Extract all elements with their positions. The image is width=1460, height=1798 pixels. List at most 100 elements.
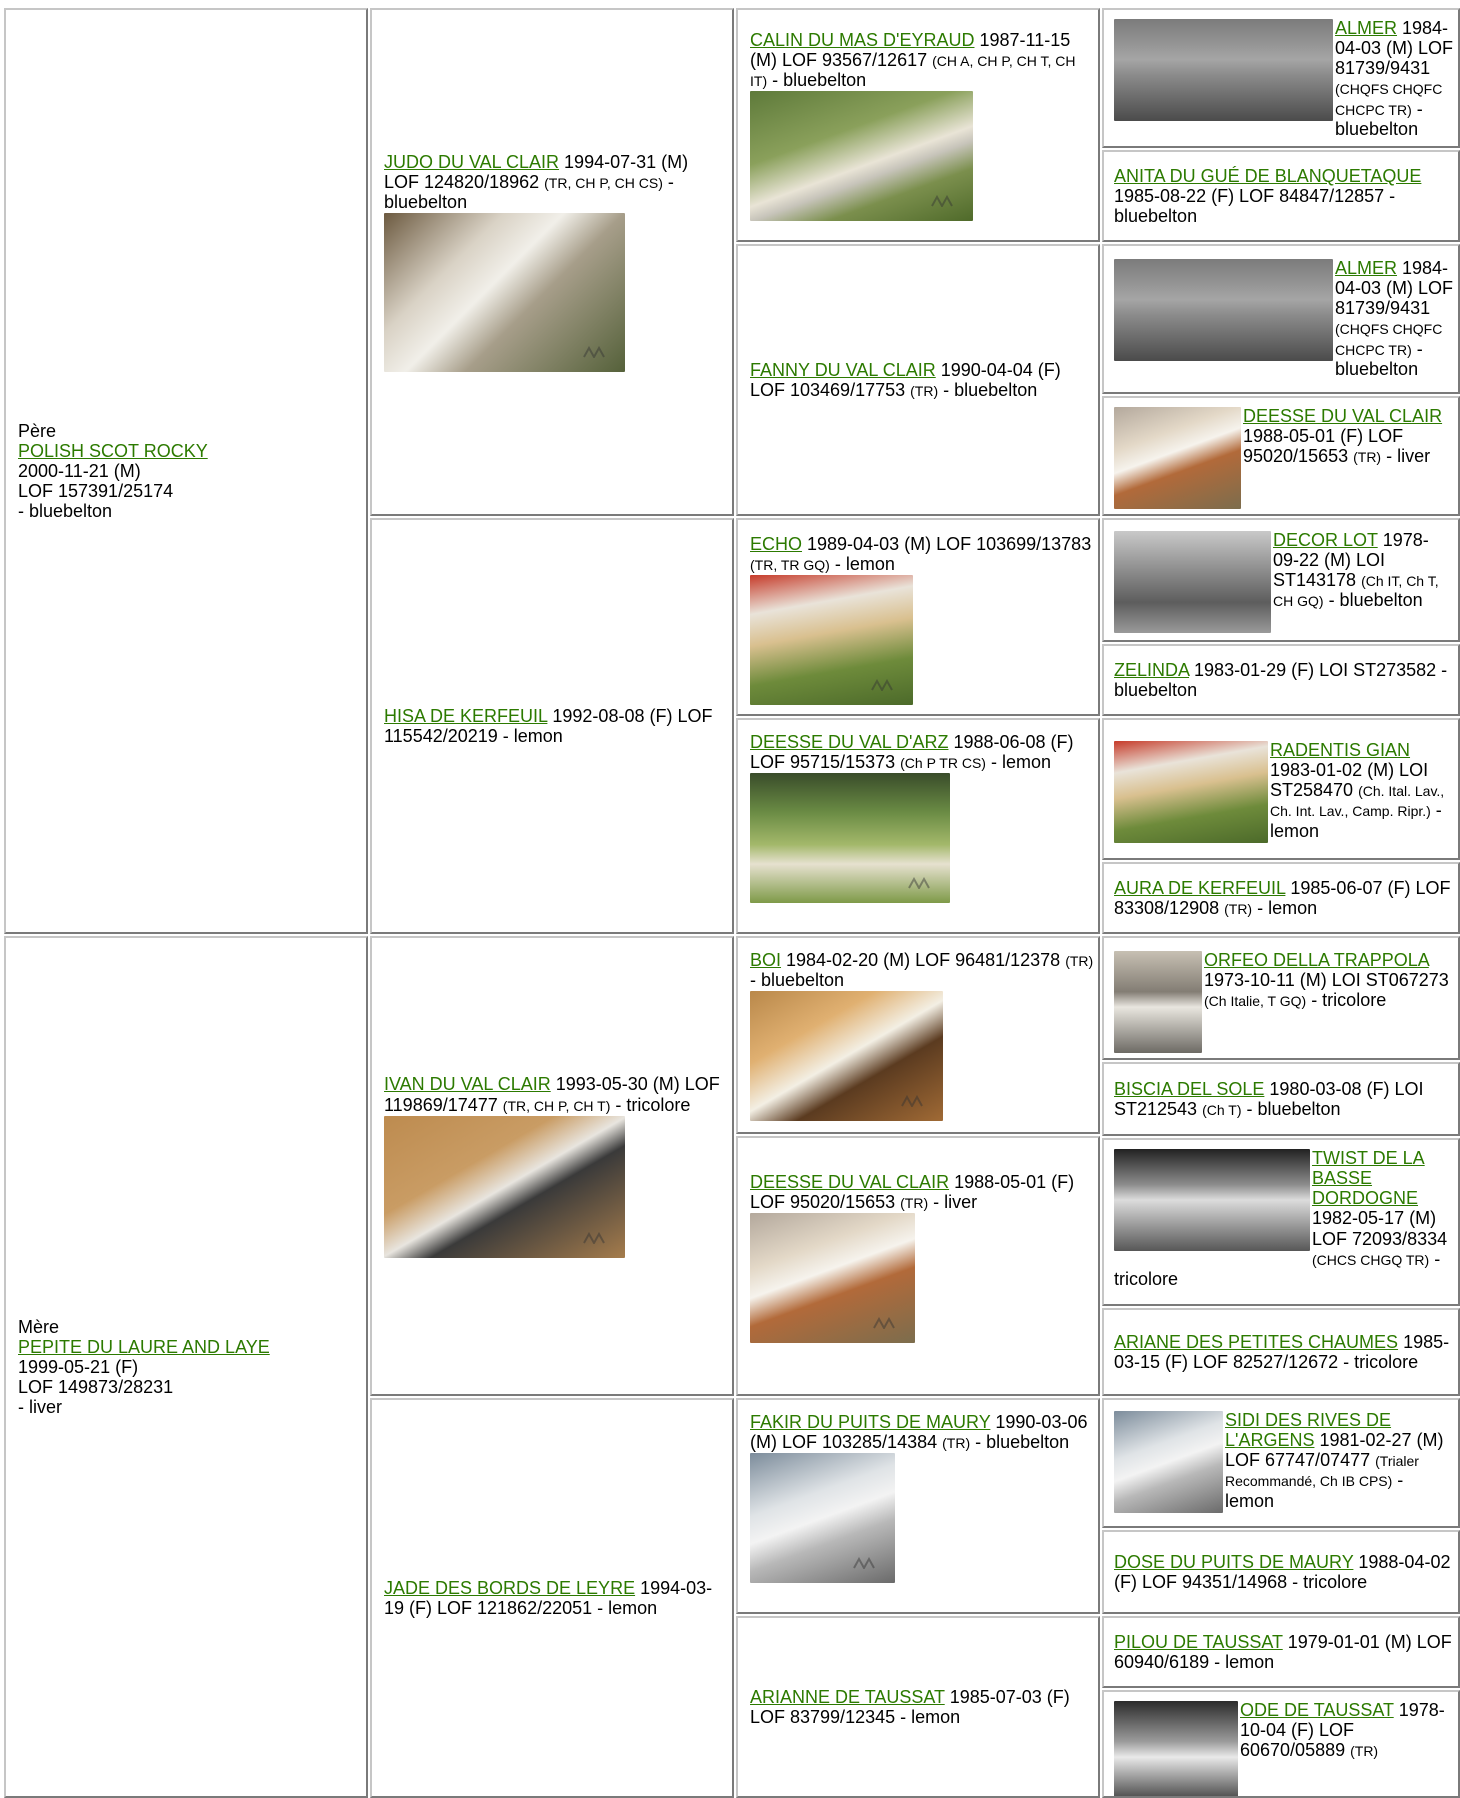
dog-entry: FANNY DU VAL CLAIR 1990-04-04 (F) LOF 10… (750, 359, 1061, 400)
dog-entry: HISA DE KERFEUIL 1992-08-08 (F) LOF 1155… (384, 705, 713, 746)
dam-info: Mère PEPITE DU LAURE AND LAYE 1999-05-21… (18, 938, 362, 1796)
pedigree-cell-gen2: IVAN DU VAL CLAIR 1993-05-30 (M) LOF 119… (370, 936, 734, 1396)
pedigree-cell-gen4: SIDI DES RIVES DE L'ARGENS 1981-02-27 (M… (1102, 1398, 1460, 1528)
dog-photo[interactable] (1114, 259, 1333, 361)
dam-role: Mère (18, 1316, 60, 1337)
dog-entry: BISCIA DEL SOLE 1980-03-08 (F) LOI ST212… (1114, 1078, 1424, 1119)
dog-link[interactable]: ORFEO DELLA TRAPPOLA (1204, 950, 1429, 970)
dog-photo[interactable] (1114, 951, 1202, 1053)
dog-link[interactable]: TWIST DE LA BASSE DORDOGNE (1312, 1148, 1425, 1209)
pedigree-cell-gen3: BOI 1984-02-20 (M) LOF 96481/12378 (TR) … (736, 936, 1100, 1134)
watermark-icon (583, 346, 605, 359)
dog-link[interactable]: ODE DE TAUSSAT (1240, 1700, 1394, 1720)
dog-entry: ARIANNE DE TAUSSAT 1985-07-03 (F) LOF 83… (750, 1686, 1070, 1727)
dog-link[interactable]: HISA DE KERFEUIL (384, 705, 548, 726)
pedigree-cell-gen4: ZELINDA 1983-01-29 (F) LOI ST273582 - bl… (1102, 644, 1460, 716)
dog-link[interactable]: JUDO DU VAL CLAIR (384, 151, 560, 172)
dog-photo[interactable] (750, 1453, 895, 1584)
dog-link[interactable]: IVAN DU VAL CLAIR (384, 1074, 551, 1095)
pedigree-cell-gen4: RADENTIS GIAN 1983-01-02 (M) LOI ST25847… (1102, 718, 1460, 860)
watermark-icon (908, 877, 930, 890)
dog-photo[interactable] (750, 991, 943, 1122)
dog-link[interactable]: DOSE DU PUITS DE MAURY (1114, 1551, 1354, 1572)
dog-entry: FAKIR DU PUITS DE MAURY 1990-03-06 (M) L… (750, 1412, 1088, 1453)
dog-entry: ZELINDA 1983-01-29 (F) LOI ST273582 - bl… (1114, 659, 1448, 700)
dog-photo[interactable] (750, 91, 973, 222)
pedigree-cell-gen4: ALMER 1984-04-03 (M) LOF 81739/9431 (CHQ… (1102, 244, 1460, 394)
dog-photo[interactable] (1114, 531, 1271, 633)
dog-link[interactable]: DEESSE DU VAL CLAIR (750, 1172, 950, 1192)
dog-link[interactable]: JADE DES BORDS DE LEYRE (384, 1577, 636, 1598)
dog-link[interactable]: ANITA DU GUÉ DE BLANQUETAQUE (1114, 165, 1422, 186)
sire-link[interactable]: POLISH SCOT ROCKY (18, 440, 208, 461)
pedigree-cell-gen3: FAKIR DU PUITS DE MAURY 1990-03-06 (M) L… (736, 1398, 1100, 1614)
pedigree-cell-gen2: JUDO DU VAL CLAIR 1994-07-31 (M) LOF 124… (370, 8, 734, 516)
dog-link[interactable]: DEESSE DU VAL CLAIR (1243, 406, 1443, 426)
dog-link[interactable]: DECOR LOT (1273, 530, 1378, 550)
watermark-icon (931, 195, 953, 208)
watermark-icon (901, 1095, 923, 1108)
dog-link[interactable]: CALIN DU MAS D'EYRAUD (750, 30, 975, 50)
dog-entry: BOI 1984-02-20 (M) LOF 96481/12378 (TR) … (750, 950, 1094, 991)
dog-link[interactable]: DEESSE DU VAL D'ARZ (750, 732, 949, 752)
dog-entry: ARIANE DES PETITES CHAUMES 1985-03-15 (F… (1114, 1331, 1450, 1372)
pedigree-cell-gen4: DOSE DU PUITS DE MAURY 1988-04-02 (F) LO… (1102, 1530, 1460, 1614)
dog-link[interactable]: AURA DE KERFEUIL (1114, 877, 1286, 898)
dog-link[interactable]: ZELINDA (1114, 659, 1190, 680)
pedigree-cell-gen2: JADE DES BORDS DE LEYRE 1994-03-19 (F) L… (370, 1398, 734, 1798)
dog-link[interactable]: BISCIA DEL SOLE (1114, 1078, 1265, 1099)
pedigree-cell-gen4: AURA DE KERFEUIL 1985-06-07 (F) LOF 8330… (1102, 862, 1460, 934)
dog-link[interactable]: FAKIR DU PUITS DE MAURY (750, 1412, 991, 1432)
dog-entry: AURA DE KERFEUIL 1985-06-07 (F) LOF 8330… (1114, 877, 1451, 918)
dog-photo[interactable] (1114, 1149, 1310, 1251)
dog-photo[interactable] (384, 213, 625, 373)
dog-photo[interactable] (1114, 1411, 1223, 1513)
watermark-icon (583, 1231, 605, 1244)
pedigree-cell-gen2: HISA DE KERFEUIL 1992-08-08 (F) LOF 1155… (370, 518, 734, 934)
pedigree-cell-gen3: DEESSE DU VAL D'ARZ 1988-06-08 (F) LOF 9… (736, 718, 1100, 934)
dog-link[interactable]: ARIANNE DE TAUSSAT (750, 1686, 945, 1707)
pedigree-cell-gen4: ARIANE DES PETITES CHAUMES 1985-03-15 (F… (1102, 1308, 1460, 1396)
pedigree-cell-gen4: PILOU DE TAUSSAT 1979-01-01 (M) LOF 6094… (1102, 1616, 1460, 1688)
dog-photo[interactable] (750, 773, 950, 904)
dog-entry: DEESSE DU VAL D'ARZ 1988-06-08 (F) LOF 9… (750, 732, 1074, 773)
dog-entry: JADE DES BORDS DE LEYRE 1994-03-19 (F) L… (384, 1577, 713, 1618)
dog-link[interactable]: ALMER (1335, 18, 1398, 38)
pedigree-cell-gen4: ORFEO DELLA TRAPPOLA 1973-10-11 (M) LOI … (1102, 936, 1460, 1060)
sire-reg: LOF 157391/25174 (18, 481, 174, 502)
dam-link[interactable]: PEPITE DU LAURE AND LAYE (18, 1336, 270, 1357)
pedigree-cell-gen3: ECHO 1989-04-03 (M) LOF 103699/13783 (TR… (736, 518, 1100, 716)
pedigree-cell-gen3: FANNY DU VAL CLAIR 1990-04-04 (F) LOF 10… (736, 244, 1100, 516)
dog-entry: CALIN DU MAS D'EYRAUD 1987-11-15 (M) LOF… (750, 30, 1076, 91)
dog-entry: ECHO 1989-04-03 (M) LOF 103699/13783 (TR… (750, 534, 1092, 575)
dog-link[interactable]: PILOU DE TAUSSAT (1114, 1631, 1283, 1652)
dog-photo[interactable] (384, 1115, 625, 1258)
dog-link[interactable]: SIDI DES RIVES DE L'ARGENS (1225, 1410, 1392, 1451)
dog-link[interactable]: ALMER (1335, 258, 1398, 278)
dog-link[interactable]: RADENTIS GIAN (1270, 740, 1411, 760)
dog-entry: ANITA DU GUÉ DE BLANQUETAQUE 1985-08-22 … (1114, 165, 1422, 227)
dog-photo[interactable] (1114, 741, 1268, 843)
dog-photo[interactable] (750, 575, 913, 706)
sire-date: 2000-11-21 (M) (18, 460, 141, 481)
dam-color: - liver (18, 1397, 62, 1418)
pedigree-cell-sire: Père POLISH SCOT ROCKY 2000-11-21 (M) LO… (4, 8, 368, 934)
dog-photo[interactable] (750, 1213, 915, 1344)
dog-entry: IVAN DU VAL CLAIR 1993-05-30 (M) LOF 119… (384, 1074, 720, 1115)
pedigree-cell-dam: Mère PEPITE DU LAURE AND LAYE 1999-05-21… (4, 936, 368, 1798)
dog-link[interactable]: ECHO (750, 534, 803, 554)
sire-role: Père (18, 420, 57, 441)
watermark-icon (871, 679, 893, 692)
dam-reg: LOF 149873/28231 (18, 1377, 174, 1398)
dog-entry: JUDO DU VAL CLAIR 1994-07-31 (M) LOF 124… (384, 151, 689, 213)
pedigree-cell-gen4: DEESSE DU VAL CLAIR 1988-05-01 (F) LOF 9… (1102, 396, 1460, 516)
dog-photo[interactable] (1114, 19, 1333, 121)
dog-link[interactable]: ARIANE DES PETITES CHAUMES (1114, 1331, 1399, 1352)
dog-link[interactable]: BOI (750, 950, 782, 970)
dog-photo[interactable] (1114, 407, 1241, 509)
sire-color: - bluebelton (18, 501, 113, 522)
dog-link[interactable]: FANNY DU VAL CLAIR (750, 359, 936, 380)
dog-photo[interactable] (1114, 1701, 1238, 1796)
pedigree-cell-gen4: DECOR LOT 1978-09-22 (M) LOI ST143178 (C… (1102, 518, 1460, 642)
